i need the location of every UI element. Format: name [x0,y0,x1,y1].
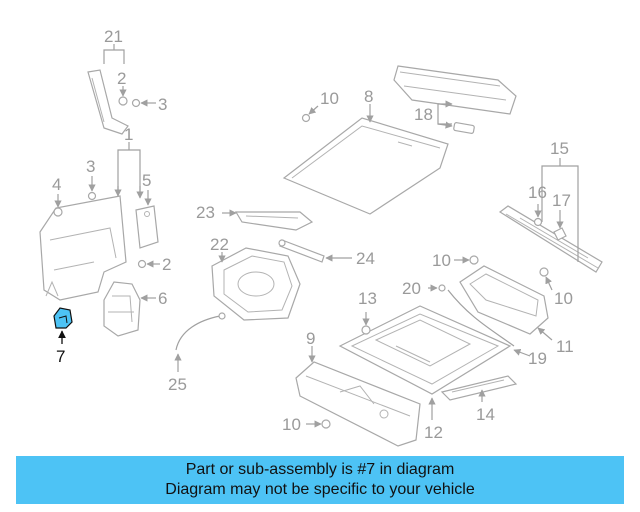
callout-9: 9 [306,329,315,348]
part-clip-2-mid [137,259,147,269]
callout-16: 16 [528,183,547,202]
info-banner: Part or sub-assembly is #7 in diagram Di… [16,456,624,504]
part-7-highlighted [53,307,73,329]
callout-12: 12 [424,423,443,442]
part-jack [234,211,314,231]
part-bracket-6 [103,281,141,337]
part-clip-16 [533,217,543,227]
callout-25: 25 [168,375,187,394]
part-clip-4 [53,207,63,217]
callout-19: 19 [528,349,547,368]
callout-20: 20 [402,279,421,298]
part-side-storage-tray [459,265,549,335]
part-clip-13 [361,325,371,335]
callout-17: 17 [552,191,571,210]
callout-1: 1 [124,125,133,144]
part-cover-5 [135,205,159,249]
callout-2-mid: 2 [162,255,171,274]
part-strap [175,312,226,351]
part-screw-3-top [131,98,141,108]
banner-line-2: Diagram may not be specific to your vehi… [165,481,475,498]
callout-2-top: 2 [117,69,126,88]
callout-7: 7 [56,347,65,366]
callout-21: 21 [104,27,123,46]
part-rear-sill-plate [498,205,603,273]
part-clip-10-bottom [321,419,331,429]
part-screw-3-mid [87,191,97,201]
callout-14: 14 [476,405,495,424]
callout-10-right: 10 [554,289,573,308]
part-clip-17 [553,227,567,241]
callout-10-mid: 10 [432,251,451,270]
part-jack-rod [278,239,325,263]
callout-3-top: 3 [158,95,167,114]
callout-13: 13 [358,289,377,308]
parts-diagram: 21 2 3 1 3 4 5 2 6 7 8 10 18 15 16 17 23… [39,27,603,447]
callout-10-bottom: 10 [282,415,301,434]
part-cargo-cover [393,65,517,115]
part-clip-10-right [539,267,549,277]
callout-15: 15 [550,139,569,158]
callout-3-mid: 3 [86,157,95,176]
part-cover-handle [453,122,475,134]
part-screw-20 [438,284,446,292]
part-quarter-trim-panel [39,195,127,301]
callout-5: 5 [142,171,151,190]
part-clip-2-top [118,96,128,106]
part-floor-frame [338,305,512,395]
banner-line-1: Part or sub-assembly is #7 in diagram [185,461,455,478]
part-pillar-trim [87,69,129,135]
callout-22: 22 [210,235,229,254]
callout-18: 18 [414,105,433,124]
callout-4: 4 [52,175,61,194]
part-cargo-floor-mat [282,117,449,215]
callout-10-top: 10 [320,89,339,108]
part-panel-14 [440,375,518,401]
callout-11: 11 [556,337,574,356]
part-clip-10-top [301,113,311,123]
callout-24: 24 [356,249,375,268]
part-clip-10-mid [469,255,479,265]
callout-6: 6 [158,289,167,308]
callout-23: 23 [196,203,215,222]
part-tire-well-tray [211,247,301,321]
callout-8: 8 [364,87,373,106]
